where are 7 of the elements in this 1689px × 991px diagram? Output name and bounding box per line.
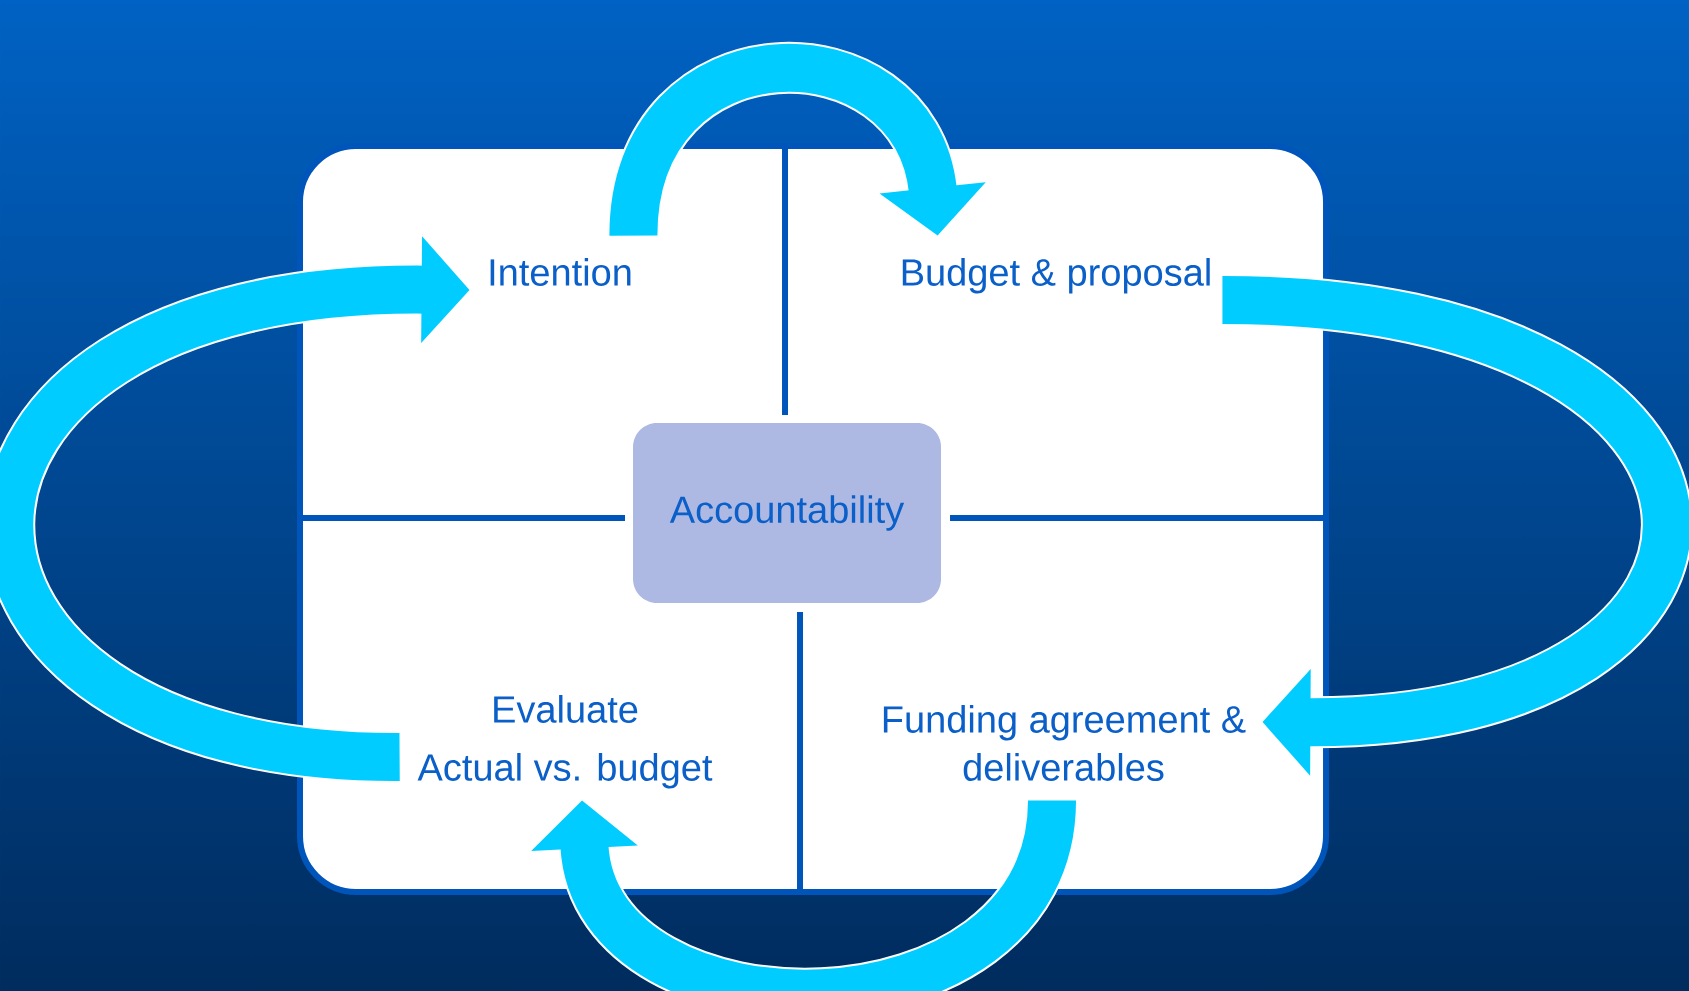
quadrant-label: Intention (490, 258, 631, 286)
curved-arrow (607, 42, 986, 239)
quadrant-label: Budget & proposal (902, 258, 1210, 294)
quadrant-label: Evaluate Actual vs. budget (417, 695, 713, 789)
center-box: Accountability (633, 423, 941, 603)
quadrant-label: Funding agreement & deliverables (883, 705, 1246, 781)
curved-arrow (1220, 274, 1689, 776)
